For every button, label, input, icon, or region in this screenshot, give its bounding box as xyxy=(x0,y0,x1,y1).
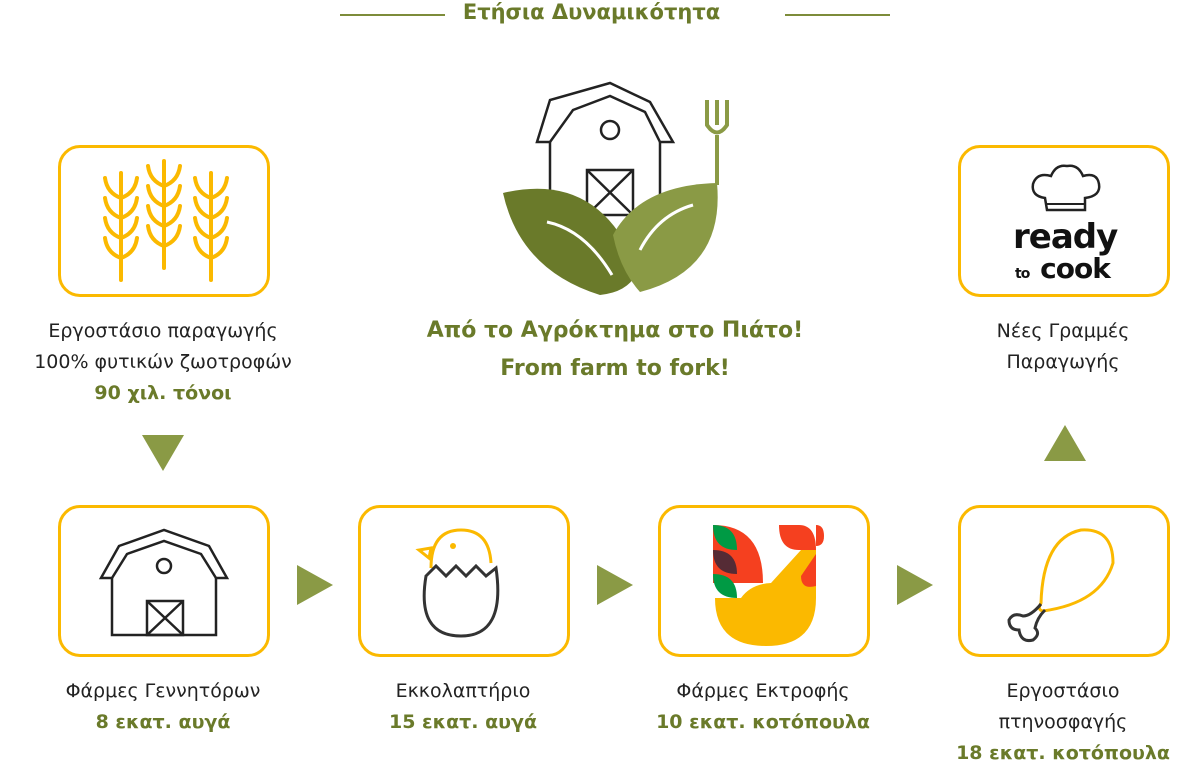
breeder-farms-label: Φάρμες Γεννητόρων 8 εκατ. αυγά xyxy=(13,676,313,738)
new-production-lines-label: Νέες Γραμμές Παραγωγής xyxy=(913,316,1183,378)
hatching-chick-icon xyxy=(415,528,500,638)
step-name: πτηνοσφαγής xyxy=(998,711,1128,733)
title-rule-left xyxy=(340,14,445,16)
title-rule-right xyxy=(785,14,890,16)
growout-farms-card xyxy=(658,505,870,657)
caption-greek: Από το Αγρόκτημα στο Πιάτο! xyxy=(426,318,804,343)
barn-icon xyxy=(98,528,230,637)
farm-to-fork-logo xyxy=(503,81,729,295)
step-name: Νέες Γραμμές xyxy=(996,320,1130,342)
logo-text: cook xyxy=(1040,252,1111,285)
arrow-up-icon xyxy=(1044,425,1086,461)
center-caption: Από το Αγρόκτημα στο Πιάτο! From farm to… xyxy=(315,312,915,388)
chef-hat-icon xyxy=(1031,164,1101,212)
step-value: 15 εκατ. αυγά xyxy=(388,711,538,733)
processing-plant-label: Εργοστάσιο πτηνοσφαγής 18 εκατ. κοτόπουλ… xyxy=(913,676,1183,769)
processing-plant-card xyxy=(958,505,1170,657)
step-name: Φάρμες Εκτροφής xyxy=(676,680,850,702)
step-name: Εργοστάσιο παραγωγής xyxy=(48,320,278,342)
arrow-right-icon xyxy=(297,565,333,605)
wheat-icon xyxy=(103,159,229,282)
hatchery-card xyxy=(358,505,570,657)
step-value: 10 εκατ. κοτόπουλα xyxy=(656,711,870,733)
rooster-icon xyxy=(713,525,824,646)
caption-english: From farm to fork! xyxy=(500,356,730,381)
step-name: Φάρμες Γεννητόρων xyxy=(65,680,261,702)
step-name: Παραγωγής xyxy=(1006,351,1120,373)
logo-text: to xyxy=(1015,266,1030,282)
feed-factory-label: Εργοστάσιο παραγωγής 100% φυτικών ζωοτρο… xyxy=(13,316,313,409)
step-name: Εργοστάσιο xyxy=(1006,680,1120,702)
feed-factory-card xyxy=(58,145,270,297)
step-value: 90 χιλ. τόνοι xyxy=(94,382,232,404)
step-value: 18 εκατ. κοτόπουλα xyxy=(956,742,1170,764)
chicken-leg-icon xyxy=(1007,528,1115,642)
page-title: Ετήσια Δυναμικότητα xyxy=(0,0,1183,24)
ready-to-cook-logo: ready to cook xyxy=(1013,217,1118,289)
arrow-right-icon xyxy=(897,565,933,605)
step-name: Εκκολαπτήριο xyxy=(395,680,531,702)
arrow-right-icon xyxy=(597,565,633,605)
step-value: 8 εκατ. αυγά xyxy=(95,711,231,733)
arrow-down-icon xyxy=(142,435,184,471)
step-name: 100% φυτικών ζωοτροφών xyxy=(34,351,292,373)
breeder-farms-card xyxy=(58,505,270,657)
new-production-lines-card: ready to cook xyxy=(958,145,1170,297)
hatchery-label: Εκκολαπτήριο 15 εκατ. αυγά xyxy=(313,676,613,738)
logo-text: ready xyxy=(1013,217,1118,257)
growout-farms-label: Φάρμες Εκτροφής 10 εκατ. κοτόπουλα xyxy=(613,676,913,738)
